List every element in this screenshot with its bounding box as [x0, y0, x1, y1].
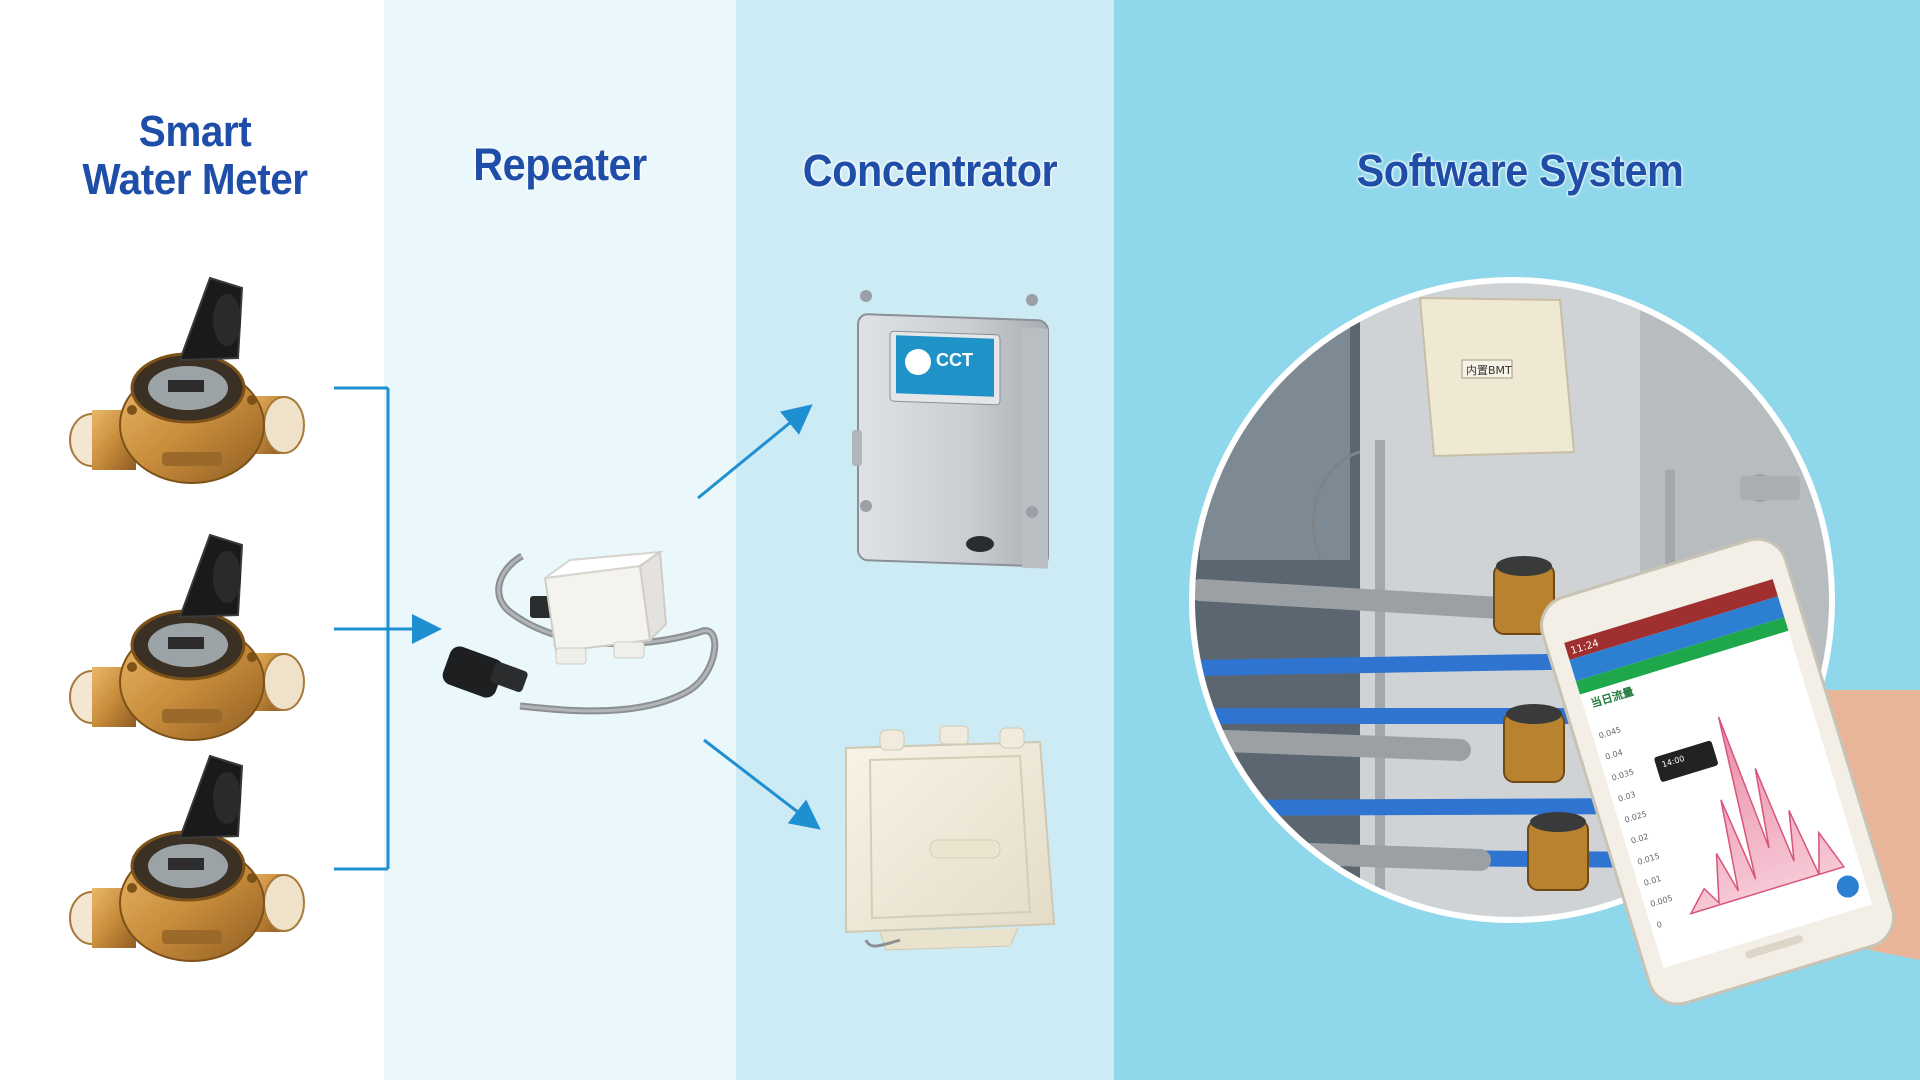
heading-line-2: Water Meter — [82, 155, 308, 205]
concentrator-brand-label: CCT — [936, 350, 973, 370]
arrow-to-concentrator-grey — [697, 404, 813, 500]
concentrator-heading: Concentrator — [802, 145, 1058, 196]
heading-line-1: Smart — [138, 107, 252, 156]
water-meter-1 — [68, 276, 306, 485]
water-meter-3 — [68, 754, 306, 963]
phone-tooltip — [1654, 740, 1718, 782]
phone-flow-chart — [1689, 716, 1846, 915]
software-system-heading: Software System — [1356, 145, 1684, 196]
arrow-to-concentrator-white — [703, 738, 821, 830]
repeater-heading: Repeater — [473, 139, 647, 190]
photo-circle-border — [1189, 277, 1835, 923]
concentrator-grey: CCT — [852, 290, 1049, 569]
concentrator-white — [845, 725, 1056, 951]
phone-fab-button — [1836, 875, 1859, 898]
bmt-label: 内置BMT — [1466, 363, 1512, 377]
repeater-column — [384, 0, 736, 1080]
smart-water-meter-heading: Smart Water Meter — [66, 107, 324, 205]
repeater-device — [442, 550, 719, 715]
water-meter-2 — [68, 533, 306, 742]
smartphone: 11:24 当日流量 0.045 0.04 0.035 0.03 0.025 0… — [1540, 537, 1896, 1006]
phone-y-tick: 0 — [1656, 920, 1664, 930]
